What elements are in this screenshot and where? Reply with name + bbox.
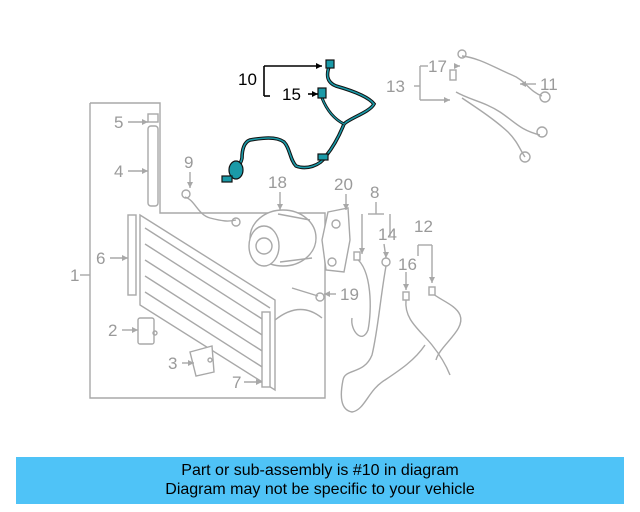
banner-line-2: Diagram may not be specific to your vehi… xyxy=(165,481,475,498)
callout-11: 11 xyxy=(540,75,558,94)
callout-3: 3 xyxy=(168,354,177,373)
callout-10: 10 xyxy=(238,70,257,89)
callout-12: 12 xyxy=(414,217,433,236)
highlighted-hose-10 xyxy=(221,59,377,183)
callout-19: 19 xyxy=(340,285,359,304)
compressor xyxy=(248,209,317,267)
callout-5: 5 xyxy=(114,113,123,132)
bracket-20 xyxy=(321,207,351,273)
callout-labels: 1 2 3 4 5 6 7 8 9 10 11 12 13 14 15 16 1… xyxy=(70,57,558,392)
leader-lines-highlight xyxy=(263,63,322,97)
bracket-2 xyxy=(137,317,158,345)
callout-2: 2 xyxy=(108,321,117,340)
hose-11-assembly xyxy=(449,49,551,163)
callout-17: 17 xyxy=(428,57,447,76)
callout-7: 7 xyxy=(232,373,241,392)
callout-13: 13 xyxy=(386,77,405,96)
leader-arrows xyxy=(122,63,526,385)
leader-lines xyxy=(80,65,536,383)
callout-15: 15 xyxy=(282,85,301,104)
callout-16: 16 xyxy=(398,255,417,274)
hose-9 xyxy=(181,189,241,227)
line-8-assembly xyxy=(340,251,462,413)
info-banner: Part or sub-assembly is #10 in diagram D… xyxy=(16,457,624,504)
callout-8: 8 xyxy=(370,183,379,202)
parts-diagram: 1 2 3 4 5 6 7 8 9 10 11 12 13 14 15 16 1… xyxy=(70,49,558,413)
callout-4: 4 xyxy=(114,162,123,181)
callout-1: 1 xyxy=(70,266,79,285)
callout-14: 14 xyxy=(378,225,397,244)
callout-6: 6 xyxy=(96,249,105,268)
callout-9: 9 xyxy=(184,153,193,172)
callout-20: 20 xyxy=(334,175,353,194)
banner-line-1: Part or sub-assembly is #10 in diagram xyxy=(181,462,459,479)
bolt-19 xyxy=(291,287,325,302)
receiver-drier xyxy=(147,113,159,207)
assembly-frame xyxy=(89,102,326,399)
condenser xyxy=(127,213,323,392)
callout-18: 18 xyxy=(268,173,287,192)
bracket-3 xyxy=(189,345,215,377)
